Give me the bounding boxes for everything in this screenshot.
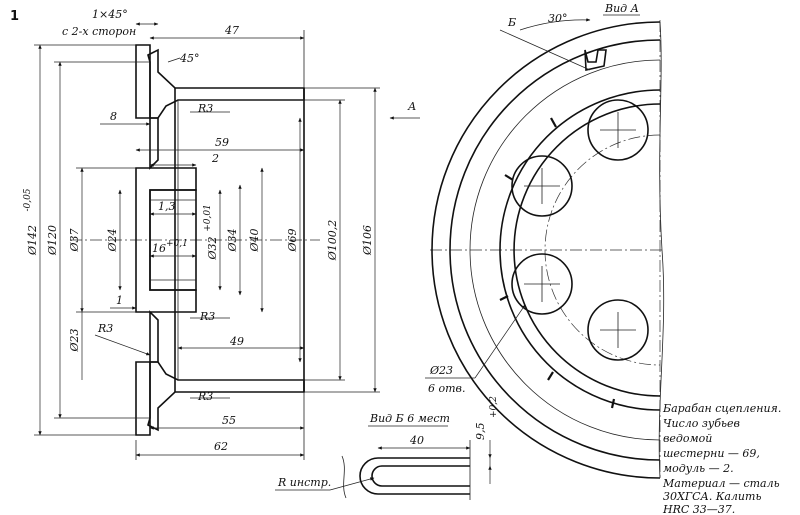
- sectional-view: [70, 44, 320, 436]
- caption-line-8: HRC 33—37.: [662, 503, 735, 515]
- view-a: Вид А: [425, 2, 665, 480]
- caption: Барабан сцепления. Число зубьев ведомой …: [662, 402, 781, 515]
- slot-9-5-tolerance: +0,2: [489, 396, 499, 418]
- dim-47-label: 47: [224, 24, 239, 37]
- caption-line-3: ведомой: [663, 432, 712, 445]
- angle-30-label: 30°: [548, 12, 568, 25]
- upper-web: [149, 117, 159, 170]
- caption-line-7: 30ХГСА. Калить: [663, 490, 761, 503]
- dia-69-label: Ø69: [286, 228, 299, 252]
- hole-bottom: [587, 299, 649, 361]
- caption-line-2: Число зубьев: [663, 417, 740, 430]
- dim-16-tolerance: +0,1: [166, 239, 188, 249]
- dim-55-label: 55: [222, 414, 236, 427]
- inner-rim-arc: [449, 39, 661, 461]
- ring-arc-outer: [499, 89, 661, 411]
- caption-line-1: Барабан сцепления.: [662, 402, 781, 415]
- dia-32-label: Ø32: [206, 236, 219, 260]
- dia-23-left-label: Ø23: [68, 328, 81, 352]
- r3-bottom-label: R3: [197, 390, 213, 403]
- dim-2-label: 2: [211, 152, 219, 165]
- dia-34-label: Ø34: [226, 228, 239, 252]
- hole-lower-left: [511, 253, 573, 315]
- dim-59-label: 59: [215, 136, 229, 149]
- slot-40-label: 40: [409, 434, 424, 447]
- caption-line-5: модуль — 2.: [663, 462, 734, 475]
- angle-45-label: 45°: [179, 52, 200, 65]
- view-a-label: Вид А: [604, 2, 639, 15]
- dim-16-label: 16: [152, 242, 166, 255]
- dia-32-tolerance: +0,01: [203, 204, 213, 232]
- chamfer-note-label: с 2-х сторон: [62, 25, 136, 38]
- dim-49-label: 49: [229, 335, 244, 348]
- chamfer-label: 1×45°: [92, 8, 128, 21]
- lower-flange: [135, 361, 151, 436]
- r3-lower-label: R3: [199, 310, 215, 323]
- hole-top: [587, 99, 649, 161]
- slot-9-5-label: 9,5: [474, 423, 487, 441]
- r3-left-label: R3: [97, 322, 113, 335]
- dia-142-tolerance: -0,05: [23, 188, 33, 211]
- ring-arc-inner: [513, 103, 661, 397]
- dim-62-label: 62: [214, 440, 228, 453]
- dia-142-label: Ø142: [26, 225, 39, 256]
- dia-106-label: Ø106: [361, 225, 374, 256]
- figure-number: 1: [10, 9, 19, 24]
- view-b-label: Вид Б 6 мест: [369, 412, 450, 425]
- dia-37-label: Ø37: [68, 228, 81, 252]
- dia-120-label: Ø120: [46, 225, 59, 256]
- tool-radius-label: R инстр.: [277, 476, 331, 489]
- holes-diameter-label: Ø23: [429, 364, 453, 377]
- hole-upper-left: [511, 155, 573, 217]
- section-b-label: Б: [507, 16, 516, 29]
- upper-wall-section: [147, 48, 305, 119]
- hub-bore: [149, 189, 197, 291]
- dimension-lines: [34, 22, 420, 460]
- dim-1-label: 1: [116, 294, 123, 307]
- caption-line-4: шестерни — 69,: [663, 447, 760, 460]
- view-b: Вид Б 6 мест 40 9,5 +0,2 R инстр.: [275, 396, 499, 500]
- dia-40-label: Ø40: [248, 228, 261, 252]
- dia-24-label: Ø24: [106, 228, 119, 252]
- slot-outline: [359, 457, 470, 495]
- dim-8-label: 8: [110, 110, 117, 123]
- lower-web: [149, 310, 159, 363]
- dim-1-3-label: 1,3: [158, 200, 176, 213]
- dia-100-2-label: Ø100,2: [326, 220, 339, 262]
- outer-drum-arc: [431, 21, 661, 479]
- view-a-arrow-label: А: [407, 100, 416, 113]
- dimension-labels: 1×45° с 2-х сторон 45° 47 8 R3 59 2 1,3 …: [23, 8, 416, 453]
- holes-count-label: 6 отв.: [428, 382, 465, 395]
- r3-top-label: R3: [197, 102, 213, 115]
- caption-line-6: Материал — сталь: [662, 477, 780, 490]
